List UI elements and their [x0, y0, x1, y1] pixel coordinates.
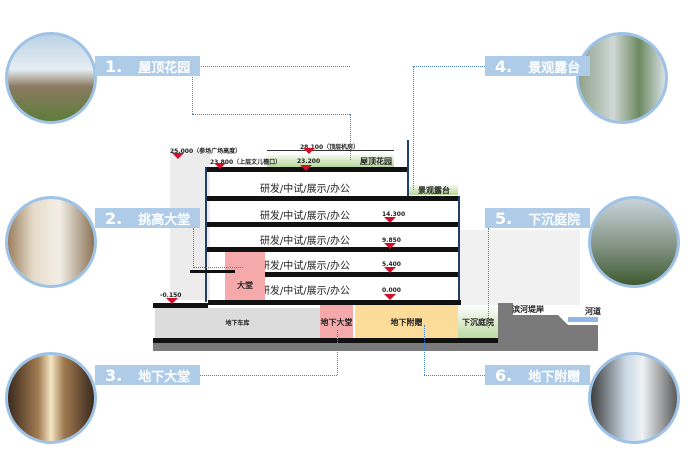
river-label: 河道	[585, 307, 601, 316]
elevation-marker-icon	[384, 217, 396, 223]
leader-line	[488, 228, 489, 328]
callout-number: 1.	[105, 56, 123, 76]
callout-basement-extra: 6. 地下附赠	[485, 365, 591, 385]
callout-number: 4.	[495, 56, 513, 76]
floor-slab	[207, 222, 460, 227]
background-trees	[460, 230, 580, 305]
elevation-label: -0.150	[160, 292, 182, 299]
elevation-label: 14.300	[382, 211, 406, 218]
ground-soil	[153, 343, 598, 351]
leader-line	[424, 375, 485, 376]
roof-garden-photo	[5, 32, 97, 124]
elevation-label: 5.400	[382, 261, 401, 268]
basement-lobby-label: 地下大堂	[320, 318, 353, 327]
callout-lobby: 2. 挑高大堂	[95, 208, 201, 228]
floor-label: 研发/中试/展示/办公	[259, 261, 351, 272]
elevation-marker-icon	[384, 243, 396, 249]
basement-lobby-photo	[5, 352, 97, 444]
callout-label: 屋顶花园	[138, 60, 191, 76]
elevation-marker-icon	[300, 165, 312, 171]
basement-extra-area	[355, 305, 458, 340]
terrace-photo	[576, 32, 668, 124]
callout-terrace: 4. 景观露台	[485, 56, 591, 76]
ground-slab	[208, 300, 461, 305]
elevation-marker-icon	[384, 267, 396, 273]
elevation-label: 23.800（上层文儿檐口）	[210, 159, 282, 166]
roof-garden-area	[267, 155, 394, 167]
callout-label: 地下大堂	[138, 369, 191, 385]
floor-label: 研发/中试/展示/办公	[259, 184, 351, 195]
elevation-label: 23.200	[297, 158, 321, 165]
lobby-photo	[5, 196, 97, 288]
leader-line	[193, 228, 194, 268]
callout-number: 2.	[105, 208, 123, 228]
elevation-marker-icon	[172, 153, 184, 159]
terrace-label: 景观露台	[418, 186, 450, 195]
sunken-court-area	[458, 305, 498, 340]
leader-line	[413, 66, 414, 190]
leader-line	[192, 114, 350, 115]
sunken-court-photo	[588, 196, 680, 288]
terrace-area	[408, 185, 458, 195]
floor-label: 研发/中试/展示/办公	[259, 286, 351, 297]
lobby-label: 大堂	[237, 281, 253, 290]
basement-slab	[153, 338, 513, 343]
callout-number: 6.	[495, 365, 513, 385]
leader-line	[192, 66, 193, 114]
elevation-label: 9.850	[382, 237, 401, 244]
river-water	[568, 317, 598, 322]
leader-line	[337, 330, 338, 375]
callout-label: 下沉庭院	[528, 212, 581, 228]
leader-line	[413, 66, 485, 67]
leader-line	[424, 325, 425, 375]
elevation-label: 28.100（顶层机房）	[300, 144, 360, 151]
basement-lobby-area	[320, 305, 353, 340]
callout-roof-garden: 1. 屋顶花园	[95, 56, 201, 76]
basement-extra-photo	[588, 352, 680, 444]
facade-line	[407, 140, 409, 198]
leader-line	[200, 375, 337, 376]
elevation-label: 25.000（参场广场高度）	[170, 148, 242, 155]
elevation-marker-icon	[303, 148, 315, 154]
riverbank-label: 滨河堤岸	[512, 305, 544, 314]
floor-label: 研发/中试/展示/办公	[259, 211, 351, 222]
floor-slab	[207, 196, 460, 201]
callout-number: 5.	[495, 208, 513, 228]
elevation-label: 0.000	[382, 287, 401, 294]
elevation-marker-icon	[166, 298, 178, 304]
leader-line	[193, 267, 243, 268]
elevation-marker-icon	[214, 163, 226, 169]
canopy	[190, 270, 235, 273]
floor-slab	[207, 247, 460, 252]
elevation-marker-icon	[384, 294, 396, 300]
basement-extra-label: 地下附赠	[390, 318, 423, 327]
roof-garden-label: 屋顶花园	[360, 157, 392, 166]
leader-line	[190, 66, 350, 67]
callout-sunken-court: 5. 下沉庭院	[485, 208, 591, 228]
ground-slab	[153, 303, 208, 308]
roof-machine-room-outline	[267, 150, 394, 151]
garage-area	[155, 308, 320, 340]
callout-basement-lobby: 3. 地下大堂	[95, 365, 201, 385]
facade-line	[458, 196, 460, 302]
garage-label: 地下车库	[225, 319, 250, 327]
leader-line	[350, 114, 351, 160]
callout-label: 地下附赠	[528, 369, 581, 385]
callout-number: 3.	[105, 365, 123, 385]
callout-label: 挑高大堂	[138, 212, 191, 228]
sunken-court-label: 下沉庭院	[462, 318, 494, 327]
facade-line	[205, 167, 207, 302]
floor-slab	[265, 272, 460, 277]
callout-label: 景观露台	[528, 60, 581, 76]
lobby-area	[225, 252, 265, 302]
floor-label: 研发/中试/展示/办公	[259, 236, 351, 247]
